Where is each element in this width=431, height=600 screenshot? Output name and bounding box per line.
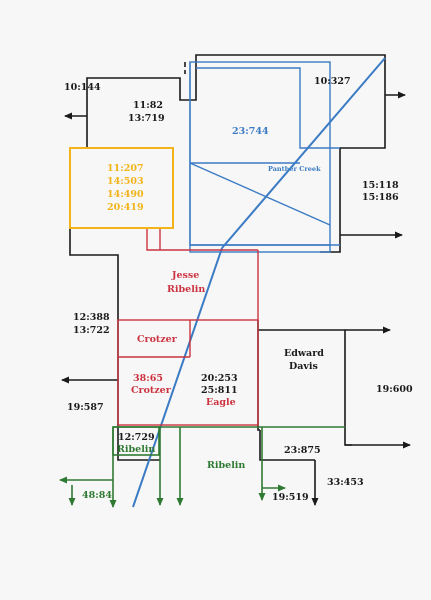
label-25-811: 25:811 [201, 385, 238, 396]
label-33-453: 33:453 [327, 477, 364, 488]
label-15-118: 15:118 [362, 180, 399, 191]
label-crotzer-2: Crotzer [131, 385, 172, 396]
orange-tract [69, 147, 174, 229]
label-10-144: 10:144 [64, 82, 101, 93]
label-ribelin-1: Ribelin [167, 284, 205, 295]
label-23-744: 23:744 [232, 126, 269, 137]
label-12-388: 12:388 [73, 312, 110, 323]
label-19-519: 19:519 [272, 492, 309, 503]
label-12-729: 12:729 [118, 432, 155, 443]
label-eagle: Eagle [206, 397, 236, 408]
labels: 10:144 11:82 13:719 10:327 23:744 Panthe… [64, 76, 413, 503]
green-tract-ribelin [59, 426, 345, 508]
label-13-719: 13:719 [128, 113, 165, 124]
label-ribelin-2: Ribelin [117, 444, 155, 455]
label-13-722: 13:722 [73, 325, 110, 336]
label-14-490: 14:490 [107, 189, 144, 200]
label-19-587: 19:587 [67, 402, 104, 413]
label-10-327: 10:327 [314, 76, 351, 87]
label-davis: Davis [289, 361, 318, 372]
panther-creek-line [221, 57, 386, 249]
black-boundary-lines [61, 54, 411, 506]
label-crotzer-1: Crotzer [137, 334, 178, 345]
label-11-207: 11:207 [107, 163, 144, 174]
label-23-875: 23:875 [284, 445, 321, 456]
label-11-82: 11:82 [133, 100, 163, 111]
label-48-84: 48:84 [82, 490, 112, 501]
blue-tract-23-744 [189, 61, 340, 253]
label-panther-creek: Panther Creek [268, 165, 321, 173]
red-tracts [117, 228, 259, 426]
label-38-65: 38:65 [133, 373, 163, 384]
label-jesse: Jesse [171, 270, 199, 281]
label-15-186: 15:186 [362, 192, 399, 203]
label-20-253: 20:253 [201, 373, 238, 384]
panther-creek-line-lower [132, 247, 223, 508]
label-ribelin-3: Ribelin [207, 460, 245, 471]
label-edward: Edward [284, 348, 324, 359]
label-20-419: 20:419 [107, 202, 144, 213]
label-14-503: 14:503 [107, 176, 144, 187]
label-19-600: 19:600 [376, 384, 413, 395]
